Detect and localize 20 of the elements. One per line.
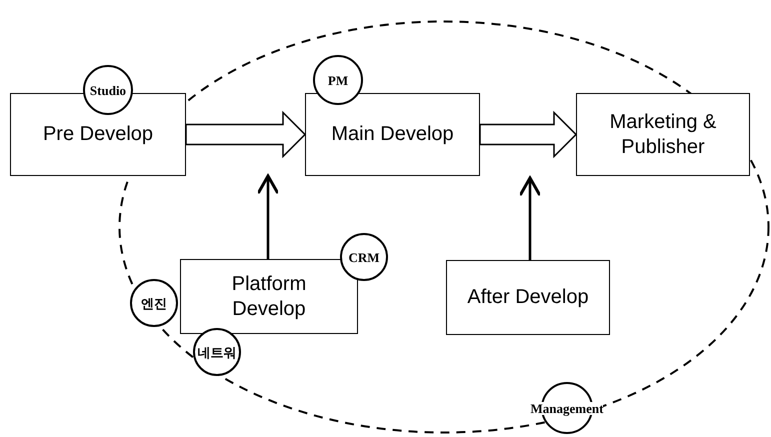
- process-box: [305, 93, 480, 176]
- box-label: Pre Develop: [42, 122, 154, 147]
- circle-badge: [130, 279, 178, 327]
- box-label: After Develop: [467, 285, 589, 310]
- process-box: [576, 93, 750, 176]
- badge-label: Management: [530, 402, 604, 414]
- circle-badge: [340, 233, 388, 281]
- process-box: [446, 260, 610, 335]
- arrow: [256, 174, 280, 259]
- badge-label: CRM: [348, 250, 380, 264]
- circle-badge: [193, 328, 241, 376]
- box-label: Platform Develop: [230, 272, 308, 322]
- badge-label: Studio: [90, 84, 126, 96]
- box-label: Main Develop: [331, 122, 454, 147]
- badge-label: 네트워: [198, 346, 236, 358]
- block-arrow: [479, 110, 578, 158]
- block-arrow: [185, 110, 306, 158]
- box-label: Marketing & Publisher: [608, 110, 718, 160]
- arrow: [518, 176, 542, 260]
- badge-label: 엔진: [141, 296, 167, 310]
